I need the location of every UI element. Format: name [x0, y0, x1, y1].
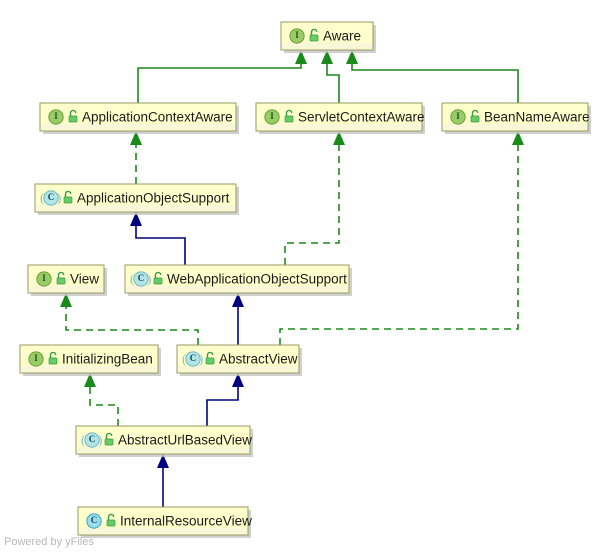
- node-label: ServletContextAware: [298, 110, 425, 125]
- open-padlock-icon: [56, 271, 66, 285]
- interface-icon: [28, 351, 44, 367]
- uml-node-intresview[interactable]: C InternalResourceView: [77, 506, 252, 538]
- uml-node-webappobjsup[interactable]: ()C WebApplicationObjectSupport: [124, 264, 352, 296]
- stereotype-letter: C: [138, 273, 145, 283]
- edge-extends-internalresourceview-abstracturlbasedview[interactable]: [157, 454, 169, 507]
- edge-implements-webapplicationobjectsupport-servletcontextaware[interactable]: [284, 131, 345, 265]
- open-padlock-icon: [106, 513, 116, 527]
- stereotype-letter: C: [89, 434, 96, 444]
- open-padlock-icon: [104, 432, 114, 446]
- edge-implements-applicationobjectsupport-applicationcontextaware[interactable]: [130, 131, 142, 184]
- abstract-paren-right: ): [57, 190, 61, 205]
- open-padlock-icon: [63, 190, 73, 204]
- uml-node-absurlview[interactable]: ()C AbstractUrlBasedView: [75, 425, 253, 457]
- node-label: InternalResourceView: [120, 514, 252, 529]
- interface-icon: [289, 28, 305, 44]
- stereotype-letter: I: [270, 111, 274, 121]
- interface-icon: [48, 109, 64, 125]
- abstract-paren-left: (: [40, 190, 44, 205]
- node-label: BeanNameAware: [484, 110, 590, 125]
- edge-implements-beannameaware-aware[interactable]: [346, 50, 519, 103]
- interface-icon: [264, 109, 280, 125]
- stereotype-letter: I: [295, 30, 299, 40]
- uml-node-srvctxaware[interactable]: I ServletContextAware: [255, 102, 425, 134]
- open-padlock-icon: [309, 28, 319, 42]
- class-icon: [84, 432, 100, 448]
- open-padlock-icon: [470, 109, 480, 123]
- stereotype-letter: C: [91, 515, 98, 525]
- edge-implements-abstractview-view[interactable]: [60, 293, 199, 345]
- open-padlock-icon: [153, 271, 163, 285]
- uml-node-initbean[interactable]: I InitializingBean: [19, 344, 161, 376]
- edge-implements-abstractview-beannameaware[interactable]: [279, 131, 524, 345]
- stereotype-letter: I: [42, 273, 46, 283]
- class-icon: [185, 351, 201, 367]
- edge-extends-abstractview-webapplicationobjectsupport[interactable]: [232, 293, 244, 345]
- open-padlock-icon: [205, 351, 215, 365]
- class-icon: [43, 190, 59, 206]
- open-padlock-icon: [284, 109, 294, 123]
- edge-implements-abstracturlbasedview-initializingbean[interactable]: [84, 373, 119, 426]
- node-label: ApplicationContextAware: [82, 110, 233, 125]
- uml-node-abstractview[interactable]: ()C AbstractView: [176, 344, 302, 376]
- open-padlock-icon: [68, 109, 78, 123]
- stereotype-letter: I: [456, 111, 460, 121]
- stereotype-letter: I: [54, 111, 58, 121]
- edge-implements-servletcontextaware-aware[interactable]: [321, 50, 340, 103]
- edge-implements-applicationcontextaware-aware[interactable]: [137, 50, 307, 103]
- class-icon: [86, 513, 102, 529]
- edge-layer: [60, 50, 524, 507]
- node-label: View: [70, 272, 99, 287]
- node-label: InitializingBean: [62, 352, 153, 367]
- node-label: WebApplicationObjectSupport: [167, 272, 347, 287]
- abstract-paren-right: ): [147, 271, 151, 286]
- uml-node-appobjsup[interactable]: ()C ApplicationObjectSupport: [34, 183, 239, 215]
- node-label: AbstractView: [219, 352, 298, 367]
- abstract-paren-left: (: [130, 271, 134, 286]
- class-icon: [133, 271, 149, 287]
- abstract-paren-left: (: [81, 432, 85, 447]
- watermark-label: Powered by yFiles: [4, 536, 94, 548]
- interface-icon: [36, 271, 52, 287]
- uml-node-beannameaware[interactable]: I BeanNameAware: [441, 102, 591, 134]
- node-label: Aware: [323, 29, 361, 44]
- uml-node-aware[interactable]: I Aware: [280, 21, 376, 53]
- abstract-paren-right: ): [199, 351, 203, 366]
- abstract-paren-right: ): [98, 432, 102, 447]
- uml-node-appctxaware[interactable]: I ApplicationContextAware: [39, 102, 239, 134]
- abstract-paren-left: (: [182, 351, 186, 366]
- open-padlock-icon: [48, 351, 58, 365]
- edge-extends-webapplicationobjectsupport-applicationobjectsupport[interactable]: [130, 212, 186, 265]
- node-label: ApplicationObjectSupport: [77, 191, 230, 206]
- uml-node-view[interactable]: I View: [27, 264, 107, 296]
- stereotype-letter: I: [34, 353, 38, 363]
- stereotype-letter: C: [48, 192, 55, 202]
- stereotype-letter: C: [190, 353, 197, 363]
- edge-extends-abstracturlbasedview-abstractview[interactable]: [206, 373, 244, 426]
- interface-icon: [450, 109, 466, 125]
- node-label: AbstractUrlBasedView: [118, 433, 252, 448]
